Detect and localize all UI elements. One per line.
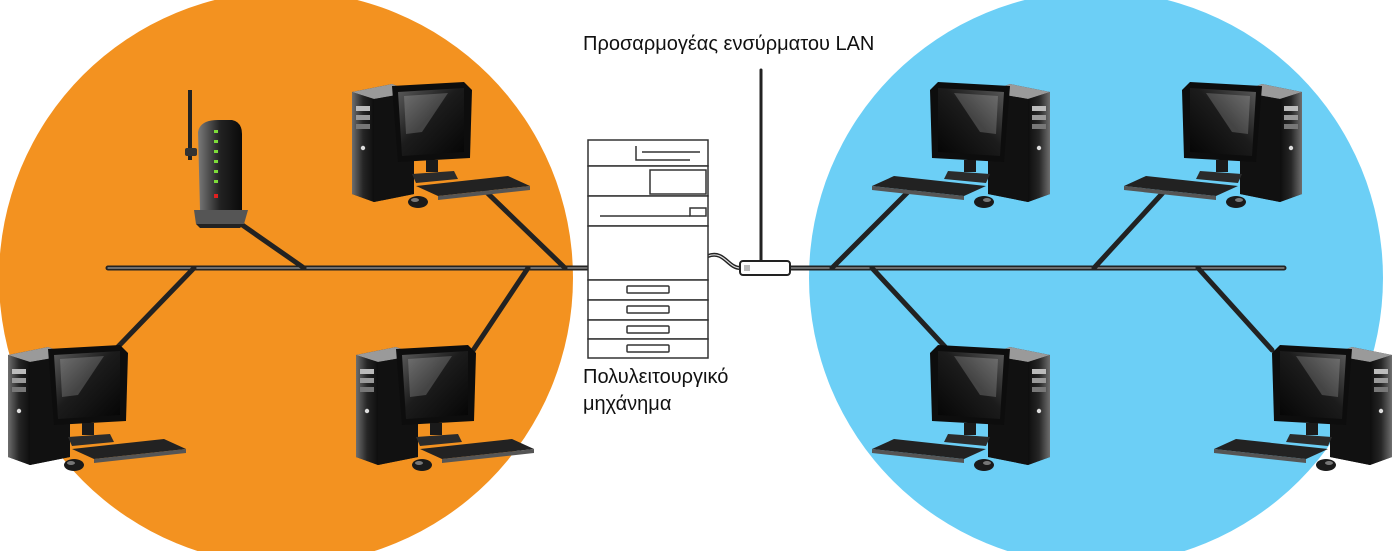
network-cables bbox=[105, 68, 1287, 358]
wireless-router-icon bbox=[185, 90, 248, 228]
lan-adapter-label: Προσαρμογέας ενσύρματου LAN bbox=[583, 33, 875, 55]
right-network-area bbox=[809, 0, 1383, 551]
left-network-area bbox=[0, 0, 573, 551]
lan-adapter-icon bbox=[739, 260, 791, 276]
printer-label-line-1: Πολυλειτουργικό bbox=[583, 366, 729, 388]
printer-label: Πολυλειτουργικό μηχάνημα bbox=[583, 364, 728, 418]
multifunction-printer-icon bbox=[587, 139, 709, 359]
printer-label-line-2: μηχάνημα bbox=[583, 393, 672, 415]
